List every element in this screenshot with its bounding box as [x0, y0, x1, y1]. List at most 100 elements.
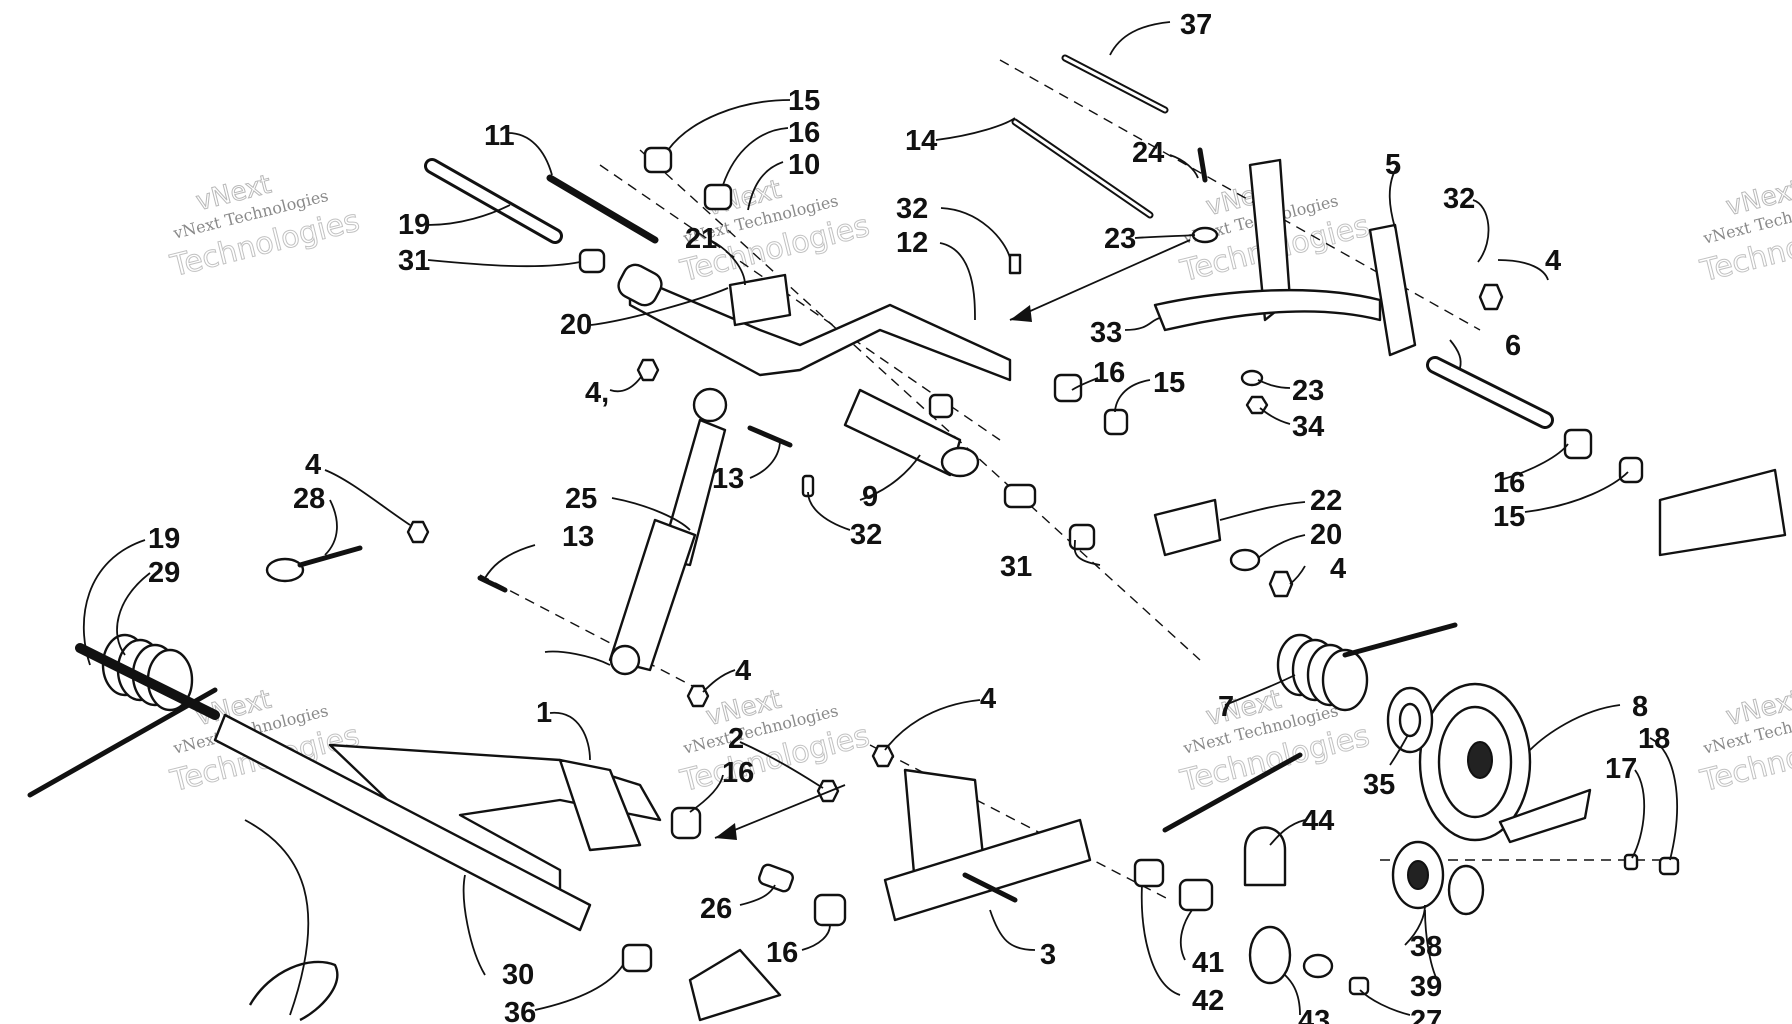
callout-39: 39: [1410, 971, 1442, 1003]
nut-4-lower: [1268, 570, 1294, 598]
lower-bolt-axis: [869, 744, 1171, 901]
plate-22: [1153, 498, 1222, 557]
spacer-41: [1178, 878, 1214, 912]
callout-35: 35: [1363, 769, 1395, 801]
rail-right: [1658, 468, 1787, 557]
plate-21: [728, 273, 792, 327]
leader-27: [1359, 989, 1411, 1016]
leader-4-shock-lower: [544, 650, 611, 666]
nut-4-right: [1478, 283, 1504, 311]
shock-bolt-axis: [479, 574, 701, 691]
callout-4: 4: [1545, 245, 1561, 277]
leader-23-bottom: [1257, 379, 1291, 389]
callout-44: 44: [1302, 805, 1334, 837]
parts: [27, 54, 1787, 1022]
callout-32: 32: [896, 193, 928, 225]
spring-7: [1276, 633, 1369, 712]
bushing-36: [621, 943, 653, 973]
callout-19: 19: [398, 209, 430, 241]
leader-16: [722, 127, 789, 186]
callout-4: 4: [735, 655, 751, 687]
callout-6: 6: [1505, 330, 1521, 362]
leader-28: [324, 499, 338, 556]
bushing-15: [643, 146, 673, 174]
leader-30-lower: [244, 819, 310, 1016]
leader-39: [1424, 909, 1441, 986]
callout-16: 16: [1093, 357, 1125, 389]
nut-4-upper-left: [636, 358, 660, 382]
callout-10: 10: [788, 149, 820, 181]
shock-eye-bottom: [609, 644, 641, 676]
arrow-lower-head: [715, 823, 737, 840]
watermark: vNext vNext Technologies Technologies: [1696, 684, 1792, 800]
callout-2: 2: [728, 723, 744, 755]
callout-3: 3: [1040, 939, 1056, 971]
leader-17: [1631, 769, 1646, 859]
nut-17: [1623, 853, 1639, 871]
callout-20: 20: [1310, 519, 1342, 551]
callout-16: 16: [766, 937, 798, 969]
scraper-blade: [1498, 788, 1592, 844]
leader-33: [1124, 317, 1161, 331]
spring-7-arm: [1162, 752, 1303, 833]
leader-2: [739, 741, 824, 789]
callout-32: 32: [850, 519, 882, 551]
leader-44: [1269, 819, 1306, 846]
callout-8: 8: [1632, 691, 1648, 723]
callout-36: 36: [504, 997, 536, 1024]
leader-22: [1219, 501, 1306, 521]
leader-7: [1224, 674, 1296, 706]
callout-22: 22: [1310, 485, 1342, 517]
callout-7: 7: [1218, 691, 1234, 723]
callout-12: 12: [896, 227, 928, 259]
hardware: [265, 146, 1680, 996]
callout-42: 42: [1192, 985, 1224, 1017]
leader-15-right: [1524, 471, 1629, 513]
leader-9: [859, 454, 921, 501]
bolt-15-right: [1618, 456, 1644, 484]
callout-43: 43: [1298, 1005, 1330, 1024]
callout-4: 4: [980, 683, 996, 715]
grease-32-top: [1008, 253, 1022, 275]
callout-16: 16: [722, 757, 754, 789]
leader-4-left: [324, 469, 411, 526]
upper-axle-axis: [639, 149, 1201, 661]
washer-23-bottom: [1240, 369, 1264, 387]
nut-4-center: [871, 744, 895, 768]
washer-35-hole: [1398, 702, 1422, 738]
callout-13: 13: [712, 463, 744, 495]
leader-35: [1389, 734, 1409, 766]
leader-8: [1529, 704, 1621, 751]
washer-23-top: [1191, 226, 1219, 244]
leader-41: [1179, 909, 1193, 961]
spring-29-arm: [27, 687, 218, 798]
bolt-27-head: [1348, 976, 1370, 996]
callout-30: 30: [502, 959, 534, 991]
leader-10: [747, 161, 784, 211]
bushing-16-lower: [670, 806, 702, 840]
axle-19-lower: [75, 643, 220, 720]
sleeve-42: [1133, 858, 1165, 888]
leader-13-upper: [749, 439, 781, 479]
cylinder-9-end: [940, 446, 980, 478]
leader-43: [1284, 974, 1301, 1016]
leader-31: [427, 259, 581, 268]
callout-5: 5: [1385, 149, 1401, 181]
leader-15: [667, 99, 791, 151]
callout-31: 31: [1000, 551, 1032, 583]
leader-21: [709, 239, 746, 286]
bushing-16-bottom: [813, 893, 847, 927]
watermark: vNext vNext Technologies Technologies: [1696, 174, 1792, 290]
callout-16: 16: [788, 117, 820, 149]
a-arm-12: [628, 273, 1012, 382]
callout-28: 28: [293, 483, 325, 515]
bushing-16-right: [1563, 428, 1593, 460]
callout-25: 25: [565, 483, 597, 515]
leader-29: [116, 572, 151, 656]
leader-15-mid: [1114, 379, 1151, 413]
bolt-13-upper: [747, 425, 793, 448]
callout-11: 11: [484, 120, 515, 152]
clamp-44: [1243, 826, 1287, 887]
callout-9: 9: [862, 481, 878, 513]
callout-33: 33: [1090, 317, 1122, 349]
